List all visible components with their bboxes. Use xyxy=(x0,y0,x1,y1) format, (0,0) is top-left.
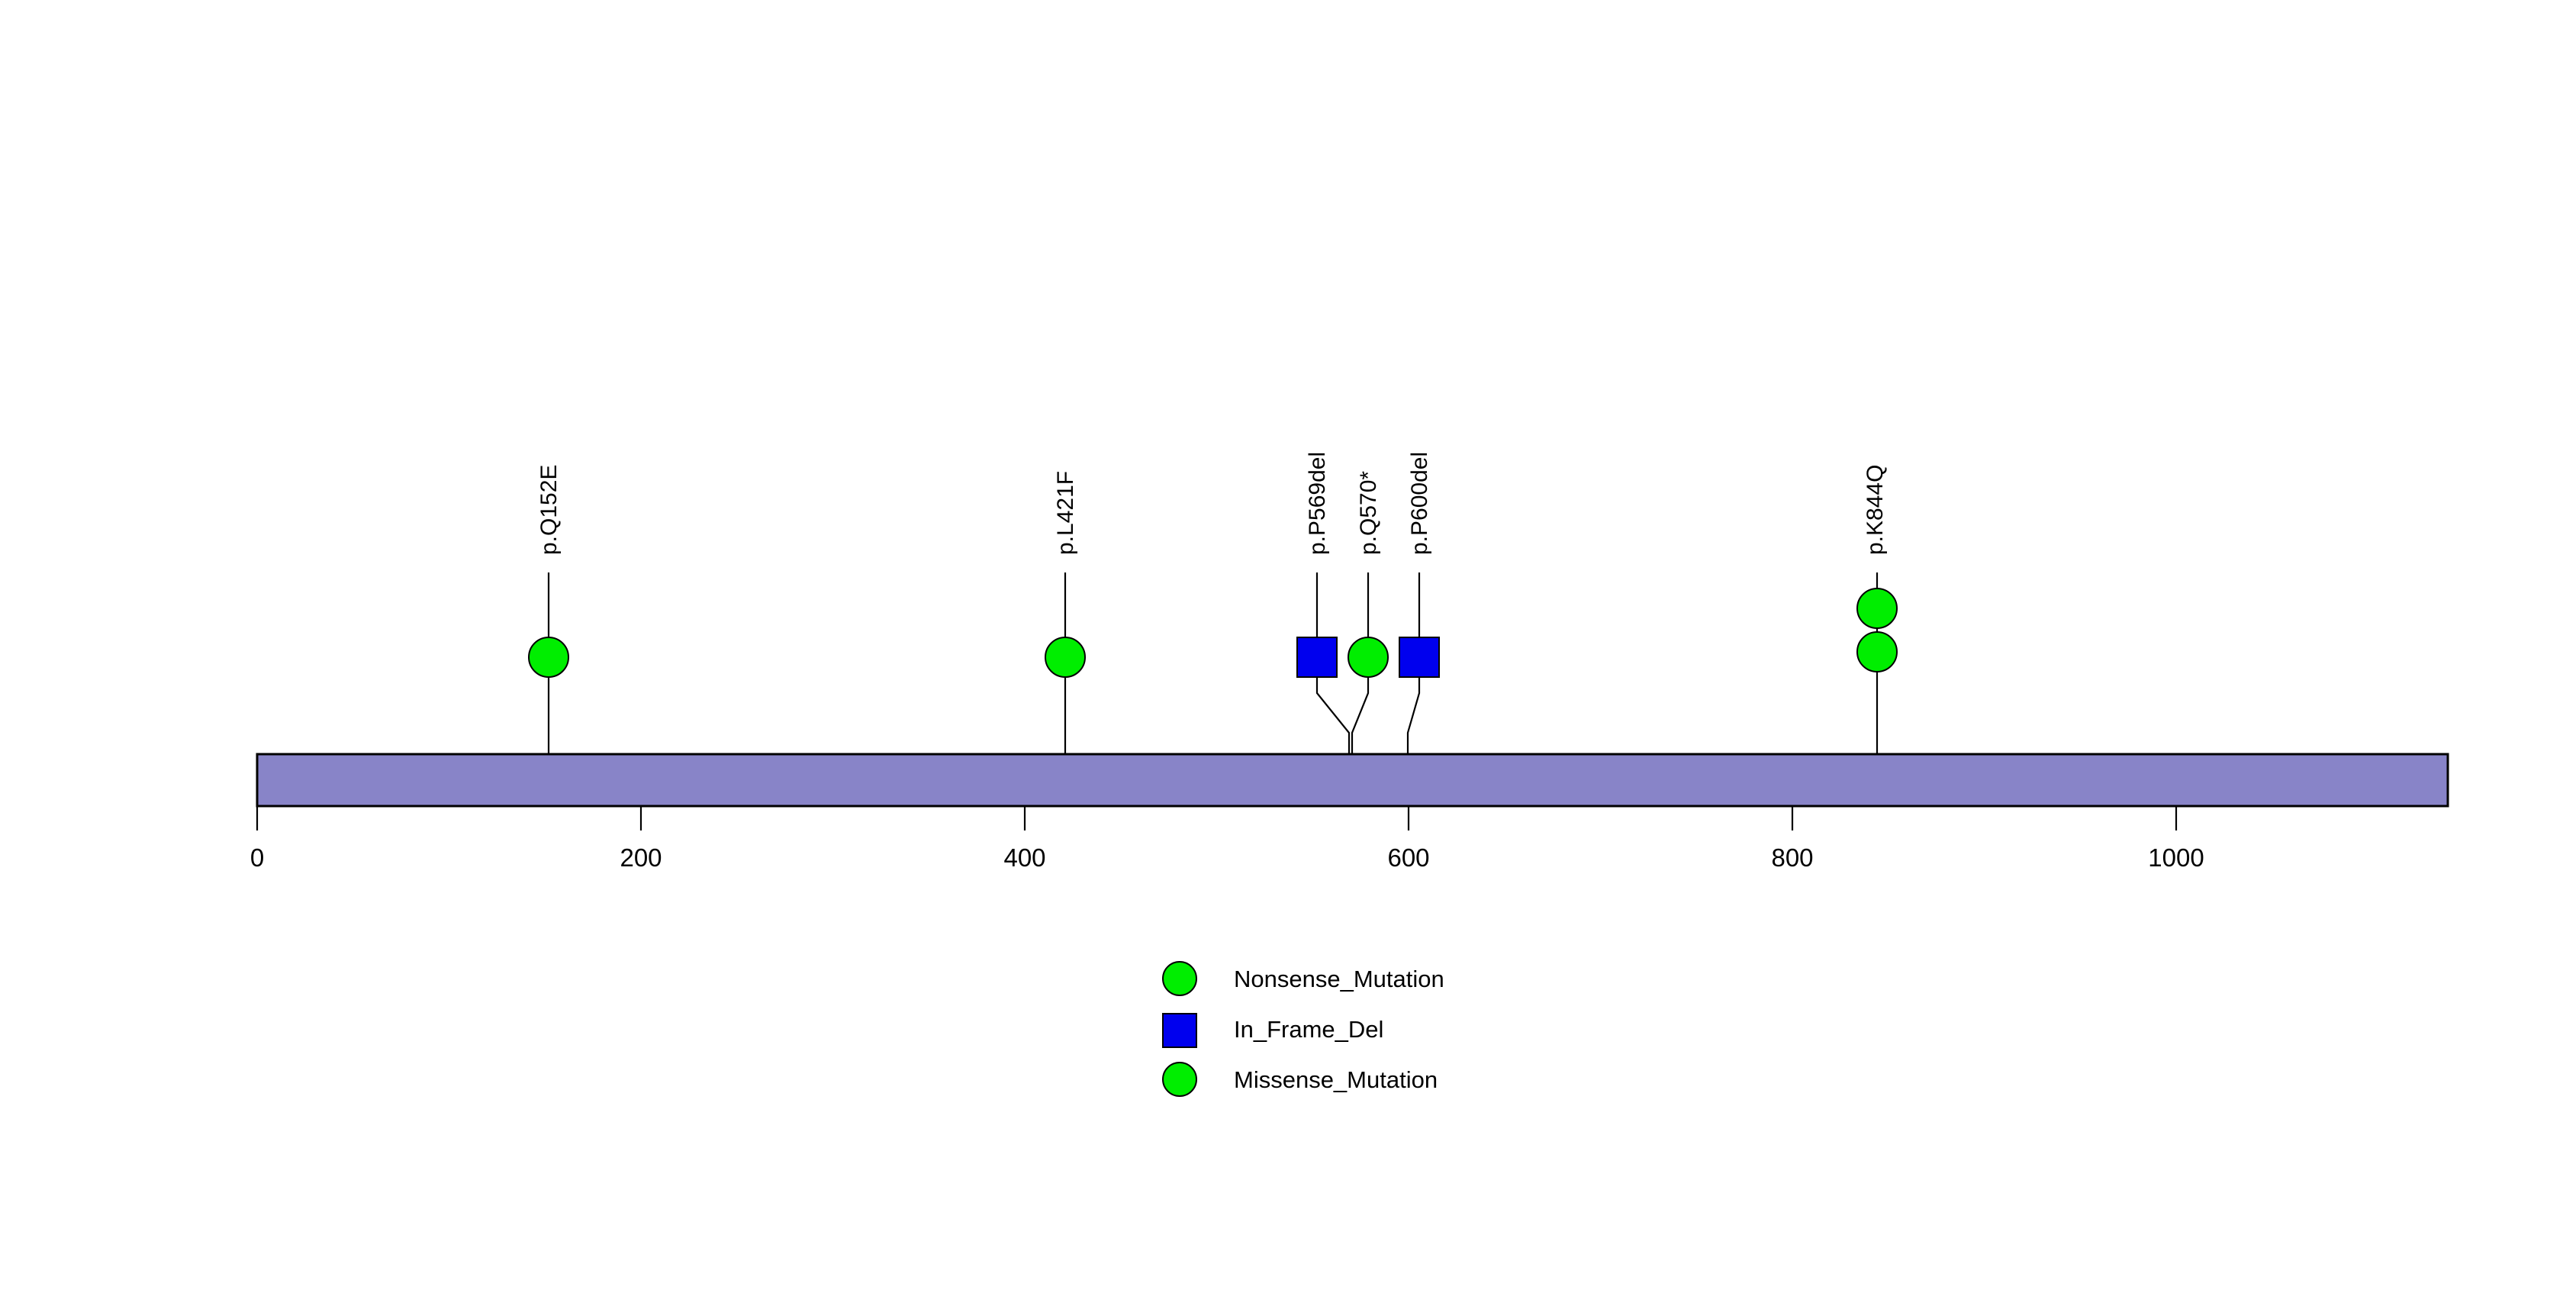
legend: Nonsense_Mutation In_Frame_Del Missense_… xyxy=(1162,961,1444,1097)
legend-swatch-square-inframedel xyxy=(1162,1013,1197,1048)
mutation-label-k844q: p.K844Q xyxy=(1863,465,1888,555)
mutation-stem-p569del xyxy=(1315,572,1351,754)
axis-tick-label-0: 0 xyxy=(250,843,264,872)
axis-tick-label-400: 400 xyxy=(1003,843,1045,872)
axis-tick-label-1000: 1000 xyxy=(2148,843,2204,872)
legend-label-missense: Missense_Mutation xyxy=(1234,1066,1438,1093)
mutation-label-q570x: p.Q570* xyxy=(1356,471,1381,555)
mutation-stem-group xyxy=(547,572,1879,754)
legend-item-in-frame-del[interactable]: In_Frame_Del xyxy=(1162,1013,1383,1048)
legend-swatch-circle-nonsense xyxy=(1162,961,1197,996)
mutation-marker-p569del[interactable] xyxy=(1296,637,1338,678)
mutation-marker-k844q-2[interactable] xyxy=(1856,631,1898,672)
mutation-label-p569del: p.P569del xyxy=(1305,452,1330,555)
mutation-label-group: p.Q152E p.L421F p.P569del p.Q570* p.P600… xyxy=(536,452,1888,555)
mutation-label-q152e: p.Q152E xyxy=(536,465,562,555)
protein-domain-bar[interactable] xyxy=(256,753,2449,808)
mutation-stem-p600del xyxy=(1406,572,1421,754)
axis-tick-label-group: 0 200 400 600 800 1000 xyxy=(250,843,2204,872)
mutation-marker-l421f[interactable] xyxy=(1045,637,1086,678)
axis-tick-label-200: 200 xyxy=(620,843,662,872)
mutation-marker-q152e[interactable] xyxy=(528,637,569,678)
mutation-marker-group xyxy=(528,588,1898,678)
legend-label-nonsense: Nonsense_Mutation xyxy=(1234,966,1444,992)
legend-swatch-circle-missense xyxy=(1162,1062,1197,1097)
legend-item-missense-mutation[interactable]: Missense_Mutation xyxy=(1162,1062,1438,1097)
axis-tick-label-800: 800 xyxy=(1771,843,1813,872)
axis-tick-group xyxy=(256,806,2178,830)
legend-label-in-frame-del: In_Frame_Del xyxy=(1234,1016,1383,1043)
mutation-marker-k844q-1[interactable] xyxy=(1856,588,1898,629)
mutation-label-l421f: p.L421F xyxy=(1053,471,1078,555)
axis-tick-label-600: 600 xyxy=(1387,843,1429,872)
mutation-stem-q570x xyxy=(1351,572,1370,754)
mutation-marker-q570x[interactable] xyxy=(1348,637,1389,678)
mutation-marker-p600del[interactable] xyxy=(1399,637,1440,678)
legend-item-nonsense-mutation[interactable]: Nonsense_Mutation xyxy=(1162,961,1444,996)
mutation-label-p600del: p.P600del xyxy=(1407,452,1432,555)
